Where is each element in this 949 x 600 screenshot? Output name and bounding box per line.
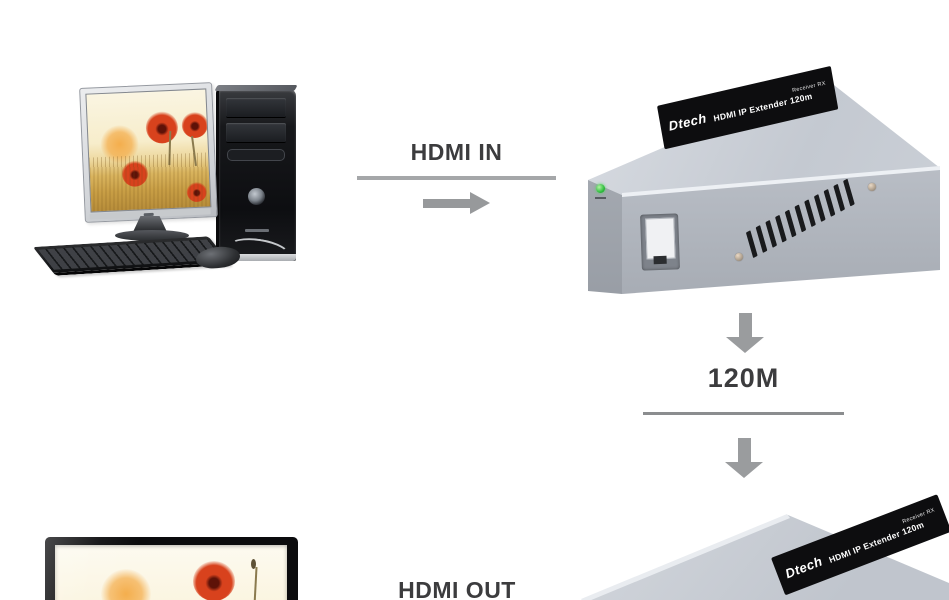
arrow-shaft bbox=[739, 313, 752, 337]
media-card-slot bbox=[227, 149, 285, 161]
vent-slit bbox=[813, 194, 826, 222]
right-arrow-icon bbox=[423, 192, 490, 214]
tv-screen bbox=[55, 545, 287, 600]
monitor-stand-base bbox=[115, 230, 189, 241]
screw bbox=[735, 253, 743, 261]
vent-slit bbox=[755, 225, 767, 253]
extender-device-top: Dtech Receiver RX HDMI IP Extender 120m bbox=[583, 65, 947, 312]
flower-bud-graphic bbox=[251, 559, 256, 569]
keyboard-keys bbox=[38, 239, 224, 270]
rj45-port bbox=[640, 213, 680, 271]
power-led bbox=[596, 184, 605, 193]
hdmi-in-line bbox=[357, 176, 556, 180]
arrow-shaft bbox=[738, 438, 751, 462]
device-left-face bbox=[588, 180, 622, 294]
pc-monitor bbox=[79, 82, 218, 223]
hdmi-out-label: HDMI OUT bbox=[398, 577, 516, 600]
optical-drive-bay bbox=[226, 123, 286, 143]
pc-monitor-screen bbox=[85, 88, 212, 213]
pc-tower-top bbox=[214, 85, 298, 91]
pc-brand-text-mark bbox=[245, 229, 269, 232]
rj45-notch bbox=[653, 255, 667, 265]
hp-logo bbox=[248, 188, 265, 205]
extender-device-bottom: Dtech Receiver RX HDMI IP Extender 120m bbox=[575, 494, 949, 600]
monitor-logo-mark bbox=[143, 212, 154, 217]
optical-drive-bay bbox=[226, 98, 286, 118]
arrow-head bbox=[726, 337, 764, 353]
led-caption-mark bbox=[595, 197, 606, 199]
poppy-flower-graphic bbox=[181, 111, 209, 139]
pc-tower-base bbox=[216, 254, 296, 261]
computer-illustration bbox=[30, 50, 320, 290]
vent-slit bbox=[804, 199, 816, 228]
screw bbox=[868, 183, 876, 191]
rj45-jack bbox=[645, 217, 676, 260]
tv-bezel-gloss bbox=[45, 537, 298, 600]
vent-slit bbox=[833, 183, 845, 212]
down-arrow-icon bbox=[725, 438, 763, 478]
arrow-head bbox=[470, 192, 490, 214]
vent-slit bbox=[775, 214, 787, 243]
down-arrow-icon bbox=[726, 313, 764, 353]
brand-text: Dtech bbox=[782, 552, 825, 581]
vent-slit bbox=[823, 189, 835, 217]
distance-line bbox=[643, 412, 844, 415]
arrow-head bbox=[725, 462, 763, 478]
pc-tower bbox=[214, 85, 298, 261]
wheat-field-graphic bbox=[89, 152, 211, 212]
poppy-flower-graphic bbox=[193, 561, 235, 600]
vent-slit bbox=[765, 220, 777, 248]
distance-label: 120M bbox=[707, 363, 780, 393]
tv-illustration bbox=[45, 537, 298, 600]
arrow-shaft bbox=[423, 199, 470, 208]
monitor-stand bbox=[133, 216, 167, 232]
hdmi-in-label: HDMI IN bbox=[410, 139, 503, 165]
brand-text: Dtech bbox=[667, 109, 708, 134]
vent-slit bbox=[794, 204, 806, 233]
vent-slit bbox=[843, 178, 855, 207]
vent-slit bbox=[784, 209, 797, 238]
poppy-flower-graphic bbox=[145, 110, 179, 145]
